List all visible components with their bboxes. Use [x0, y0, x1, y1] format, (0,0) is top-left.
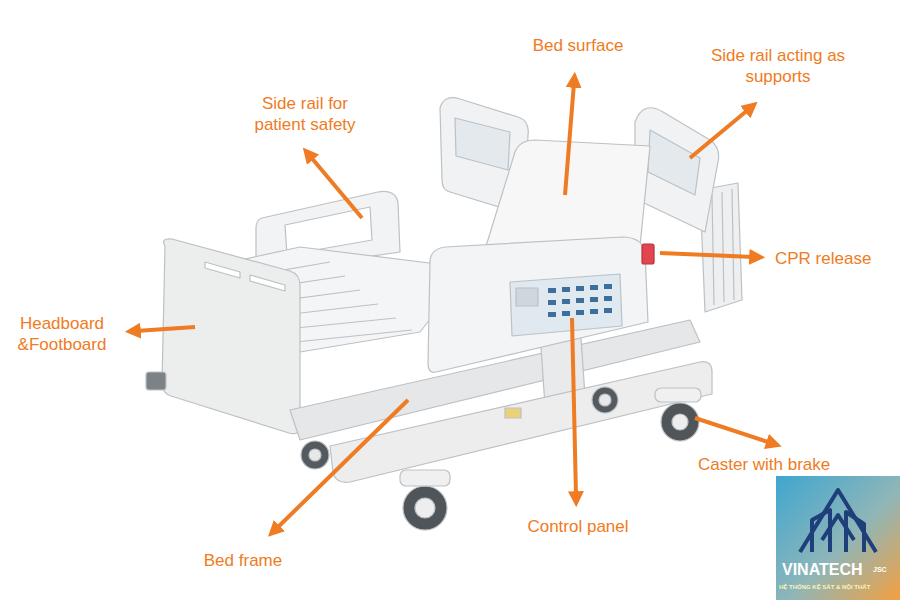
footboard-handle: [205, 262, 285, 291]
leader-arrow: [310, 156, 362, 218]
part-label: Side rail acting as supports: [708, 45, 848, 88]
logo-building: [800, 490, 876, 552]
logo-tagline: HỆ THỐNG KỆ SẮT & NỘI THẤT: [779, 584, 897, 592]
control-screen: [516, 288, 538, 306]
part-label: Headboard &Footboard: [7, 313, 117, 356]
part-label: CPR release: [775, 248, 890, 269]
leader-arrow: [572, 318, 576, 496]
leader-arrow: [695, 418, 771, 443]
part-label: Side rail for patient safety: [240, 93, 370, 136]
part-label: Caster with brake: [698, 454, 858, 475]
leader-arrow: [660, 253, 754, 257]
head-rail-left-panel: [455, 118, 510, 170]
corner-bumper: [146, 372, 166, 390]
cpr-handle: [642, 244, 654, 264]
leader-arrow: [136, 327, 195, 331]
logo-suffix: JSC: [873, 566, 897, 575]
leader-arrow: [565, 83, 574, 195]
control-buttons: [548, 284, 612, 317]
head-rail-right-panel: [648, 130, 700, 195]
rail-slats: [712, 189, 734, 305]
control-panel-body: [510, 274, 622, 336]
logo-badge: [776, 476, 900, 600]
part-label: Control panel: [513, 516, 643, 537]
footboard: [162, 239, 300, 434]
warning-tag: [505, 408, 521, 418]
leader-arrow: [276, 400, 408, 529]
logo-wordmark: VINATECH: [782, 560, 872, 580]
part-label: Bed frame: [193, 550, 293, 571]
casters: [301, 387, 701, 530]
part-label: Bed surface: [518, 35, 638, 56]
near-side-rail: [428, 237, 648, 372]
leader-arrow: [690, 109, 749, 158]
